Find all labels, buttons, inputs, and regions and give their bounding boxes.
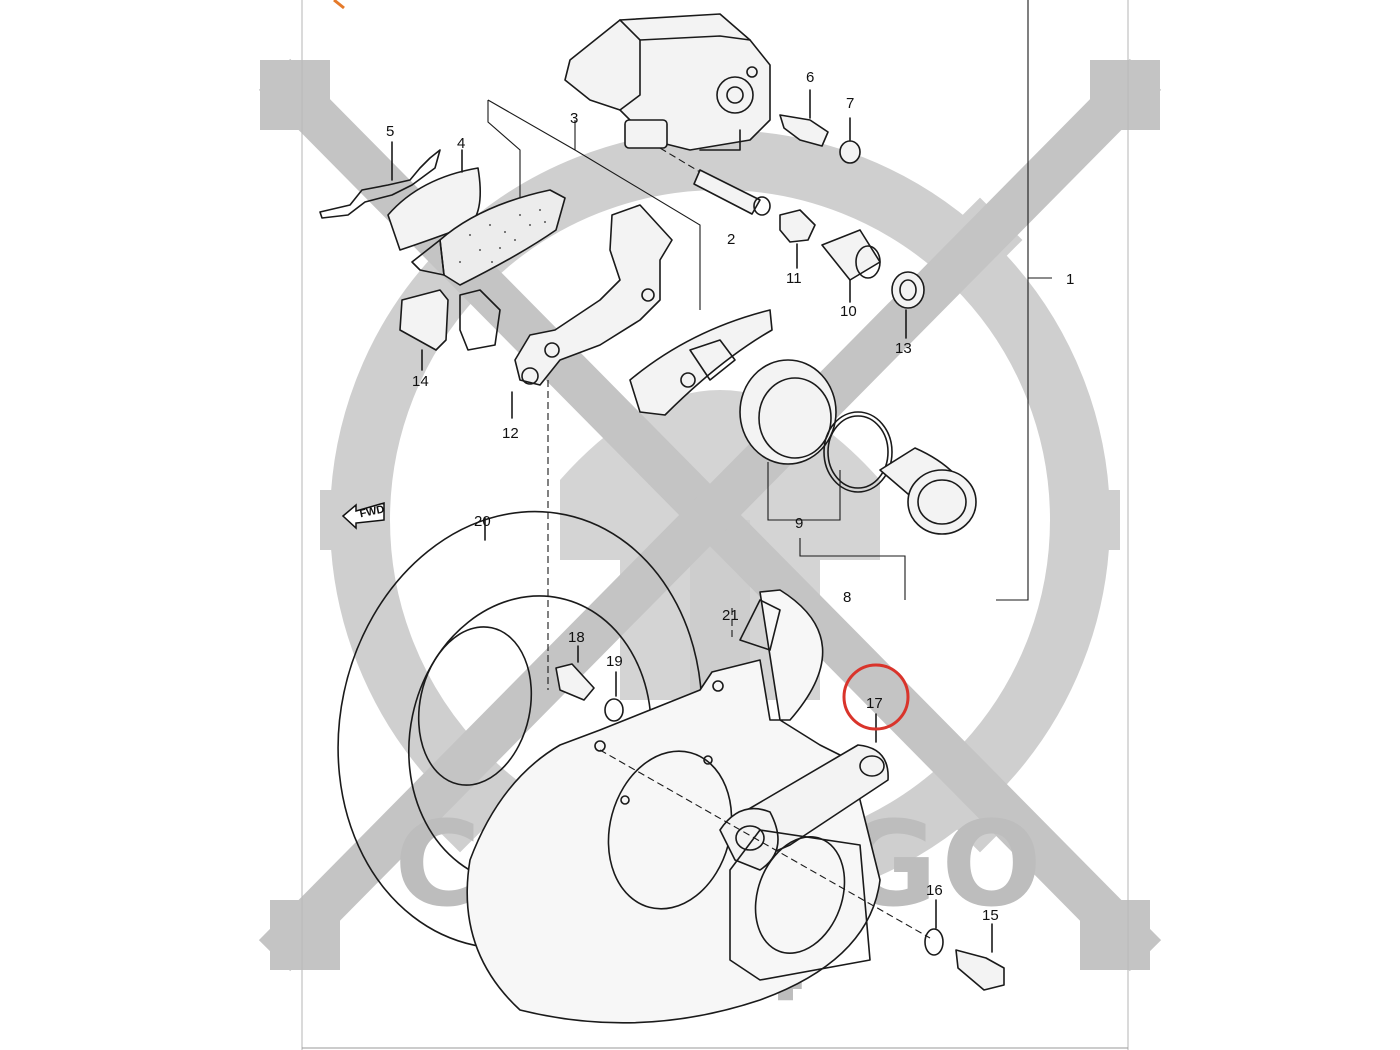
washer-16 xyxy=(924,899,944,956)
part-label-10: 10 xyxy=(840,303,857,320)
piston xyxy=(879,447,977,535)
bolt-15 xyxy=(955,923,1005,991)
bolt-18 xyxy=(555,645,595,701)
part-label-6: 6 xyxy=(806,69,814,86)
bleeder-cap xyxy=(839,117,861,164)
part-label-20: 20 xyxy=(474,513,491,530)
part-label-7: 7 xyxy=(846,95,854,112)
piston-seal-group xyxy=(739,359,893,493)
brake-pad-inner xyxy=(629,309,773,416)
pad-clip xyxy=(399,289,501,371)
part-label-18: 18 xyxy=(568,629,585,646)
bracket-8 xyxy=(799,538,906,600)
part-label-8: 8 xyxy=(843,589,851,606)
knuckle-arm xyxy=(719,713,889,981)
part-label-9: 9 xyxy=(795,515,803,532)
part-label-19: 19 xyxy=(606,653,623,670)
part-label-1: 1 xyxy=(1066,271,1074,288)
part-label-13: 13 xyxy=(895,340,912,357)
part-label-17: 17 xyxy=(866,695,883,712)
slide-pin xyxy=(659,147,771,216)
corner-mark xyxy=(333,0,345,10)
part-label-2: 2 xyxy=(727,231,735,248)
assembly-bracket-1 xyxy=(996,0,1052,601)
pin-bushing xyxy=(779,209,816,269)
frame-lines xyxy=(301,0,1129,1050)
part-labels: 1 2 3 4 5 6 7 8 9 10 11 12 13 14 15 16 1… xyxy=(386,69,1074,924)
part-label-21: 21 xyxy=(722,607,739,624)
caliper-support xyxy=(511,204,673,419)
fwd-arrow-icon xyxy=(341,502,385,530)
bleeder-screw xyxy=(779,89,829,147)
part-label-14: 14 xyxy=(412,373,429,390)
dust-cover xyxy=(466,589,881,1024)
bolt-axis-line xyxy=(599,749,931,939)
part-label-3: 3 xyxy=(570,110,578,127)
washer-19 xyxy=(604,671,624,722)
part-label-5: 5 xyxy=(386,123,394,140)
bracket-9 xyxy=(767,462,841,521)
part-label-11: 11 xyxy=(786,270,802,287)
brake-pad-outer xyxy=(411,189,566,286)
part-label-12: 12 xyxy=(502,425,519,442)
highlight-circle xyxy=(842,663,910,731)
part-label-15: 15 xyxy=(982,907,999,924)
part-label-4: 4 xyxy=(457,135,465,152)
fwd-arrow-label: FWD xyxy=(359,503,386,520)
pin-boot xyxy=(821,229,881,303)
anti-rattle-spring xyxy=(319,141,441,219)
dust-boot-small xyxy=(891,271,925,339)
caliper-body xyxy=(564,13,771,151)
part-label-16: 16 xyxy=(926,882,943,899)
